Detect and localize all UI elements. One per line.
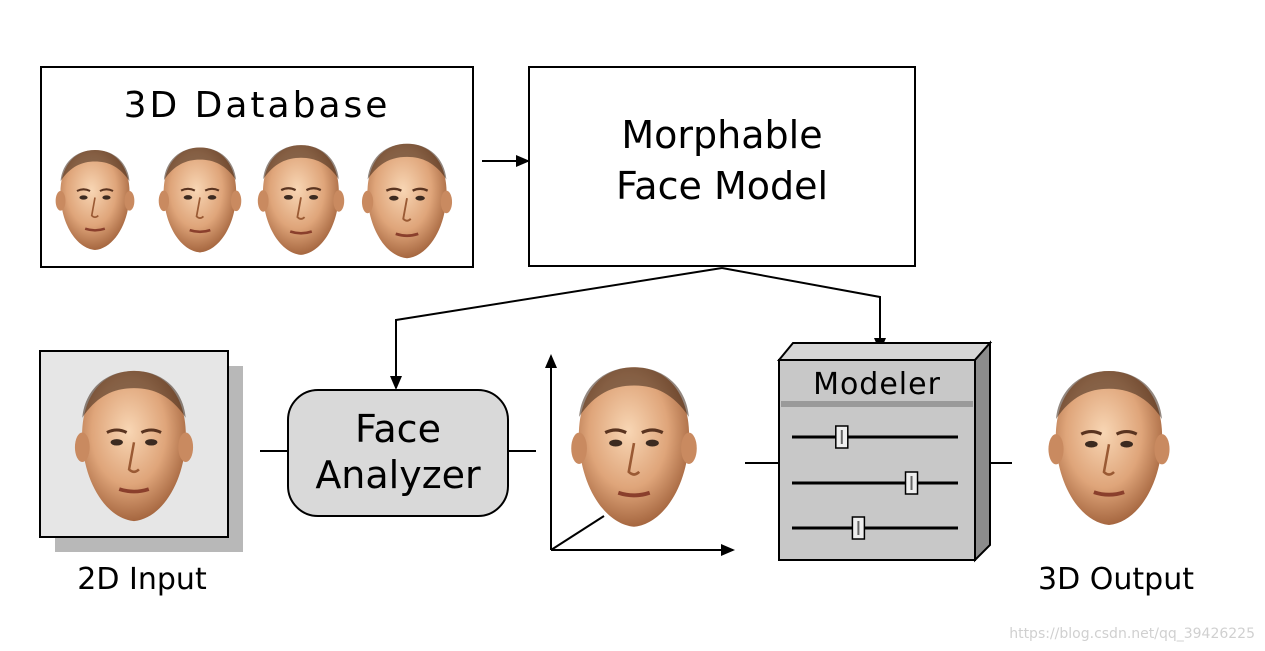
morphable-model-line1: Morphable	[621, 113, 822, 157]
modeler-title-divider	[781, 401, 973, 407]
analyzer-line2: Analyzer	[315, 453, 481, 497]
morphable-model-line2: Face Model	[616, 164, 828, 208]
analyzer-line1: Face	[355, 407, 441, 451]
modeler-side-face	[974, 340, 991, 563]
arrow-model-to-analyzer	[390, 267, 723, 390]
axis-diagonal	[550, 515, 605, 551]
output-face	[1048, 371, 1169, 525]
modeler-sliders	[792, 425, 958, 540]
analyzed-face	[571, 367, 697, 527]
modeler-title: Modeler	[813, 367, 941, 402]
arrow-model-to-modeler	[721, 267, 886, 352]
input-label: 2D Input	[77, 562, 207, 597]
analyzer-box	[287, 389, 509, 517]
database-title: 3D Database	[124, 85, 391, 126]
watermark-text: https://blog.csdn.net/qq_39426225	[1009, 626, 1255, 642]
output-label: 3D Output	[1038, 562, 1194, 597]
modeler-top-face	[776, 342, 993, 361]
morphable-model-box	[528, 66, 916, 267]
